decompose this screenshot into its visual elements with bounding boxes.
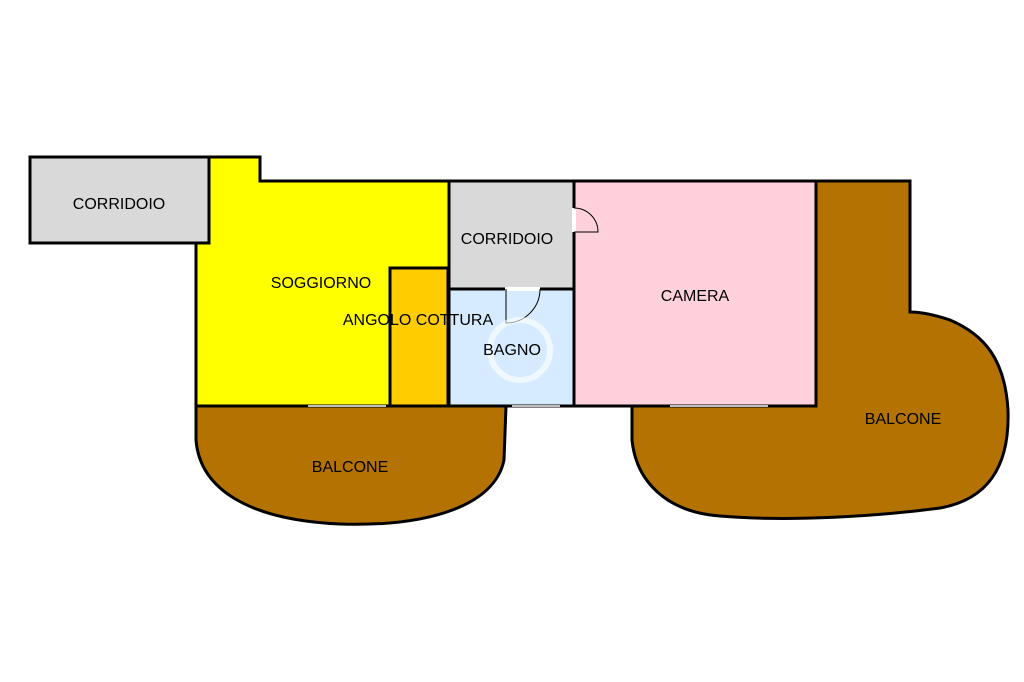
bagno-area xyxy=(447,287,576,408)
angolo-cottura-area xyxy=(388,266,450,408)
corridoio-left-area xyxy=(28,155,211,245)
watermark-logo xyxy=(487,317,553,383)
balcone-right-label: BALCONE xyxy=(865,411,941,428)
soggiorno-label: SOGGIORNO xyxy=(271,275,371,292)
door-camera xyxy=(572,207,599,233)
corridoio-center-label: CORRIDOIO xyxy=(461,231,553,248)
balcone-right-area xyxy=(630,179,1010,520)
corridoio-center-area xyxy=(447,179,576,291)
balcone-left-area xyxy=(194,404,508,526)
camera-label: CAMERA xyxy=(661,288,730,305)
corridoio-left-label: CORRIDOIO xyxy=(73,196,165,213)
bagno-label: BAGNO xyxy=(483,342,541,359)
angolo-cottura-label: ANGOLO COTTURA xyxy=(343,312,494,329)
balcone-left-label: BALCONE xyxy=(312,459,388,476)
